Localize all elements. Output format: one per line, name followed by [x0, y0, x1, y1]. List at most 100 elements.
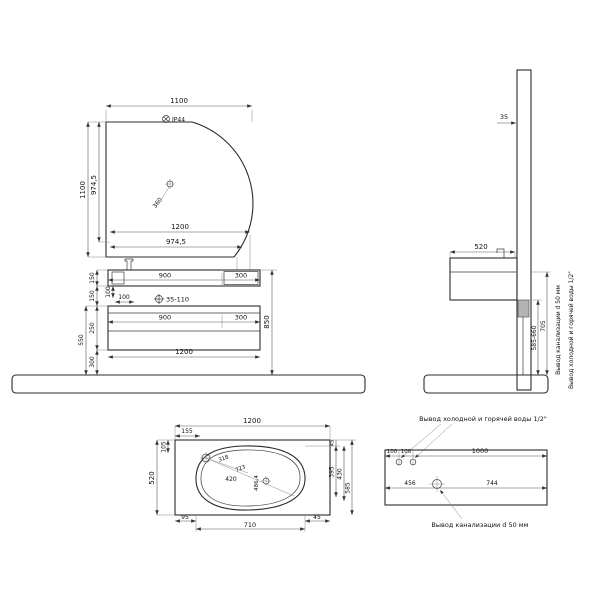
- dim-label: 705: [540, 320, 547, 332]
- dim-height-range: 35-110: [166, 296, 189, 304]
- dim-label: 585-660: [531, 325, 538, 350]
- rear-water-label: Вывод холодной и горячей воды 1/2": [419, 415, 547, 423]
- dim-depth: 520: [449, 243, 516, 258]
- dim-hole-offset1: 100: [387, 449, 398, 455]
- drain-pipe-side: [517, 299, 530, 318]
- dim-counter-spans: 900 300: [108, 272, 260, 285]
- dim-cabinet-width-projection: 1200: [110, 223, 251, 270]
- mirror-outline: [105, 121, 254, 258]
- dim-label: 1200: [243, 417, 261, 425]
- dim-diag2: 723: [235, 464, 247, 474]
- basin-inner-rim: [200, 449, 301, 507]
- dim-label: 100: [118, 294, 130, 301]
- rear-drain-label: Вывод канализации d 50 мм: [431, 521, 528, 529]
- dim-label: 150: [89, 290, 96, 302]
- dim-label: 1100: [170, 97, 188, 105]
- dim-remaining-width: 1000: [472, 447, 489, 455]
- dim-label: 45: [330, 439, 336, 446]
- dim-drawer-spans: 900 300: [108, 314, 260, 328]
- front-elevation-view: 360 IP44 1100 1100 974,5: [11, 97, 366, 394]
- ip44-label: IP44: [172, 117, 185, 124]
- floor-front: [11, 374, 366, 394]
- dim-inner-depth: 395: [329, 446, 338, 497]
- dim-front-bottom-width: 1200: [108, 348, 260, 359]
- dim-label: 430: [337, 468, 344, 480]
- dim-front-top-width: 1100: [105, 97, 253, 122]
- dim-tap-offset-x: 155: [175, 428, 200, 438]
- wall-panel-side: [516, 69, 532, 391]
- dim-label: 520: [148, 471, 156, 484]
- dim-basin-inner-width: 585: [345, 440, 354, 515]
- dim-basin-depth: 430: [337, 446, 346, 501]
- dim-label: 850: [263, 315, 271, 328]
- dim-drawer-height: 250: [89, 306, 108, 351]
- dim-label: 300: [235, 272, 247, 280]
- dim-drain-offset: 486,4: [254, 475, 260, 491]
- dim-label: 974,5: [90, 175, 98, 195]
- rear-panel: [384, 449, 548, 506]
- faucet-icon: [124, 258, 134, 270]
- height-adjust-symbol-icon: 35-110: [154, 294, 189, 304]
- dim-bottom-edges: 95 45 710: [175, 514, 330, 532]
- dim-rear-top-row: 100 100 1000: [385, 447, 547, 466]
- dim-outlet-height: 705: [531, 271, 551, 375]
- dim-label: 900: [159, 314, 171, 322]
- dim-label: 550: [78, 334, 85, 346]
- drawer-unit-front: [107, 305, 261, 351]
- dim-basin-depth-total: 520: [148, 439, 175, 516]
- dim-mirror-width-projection: 974,5: [110, 238, 242, 249]
- basin-plan-view: 318 723 420 486,4 1200 155 105 520: [148, 417, 356, 532]
- dim-label: 974,5: [166, 238, 186, 246]
- dim-label: 105: [161, 441, 168, 453]
- counter-front: [107, 269, 261, 287]
- dim-drain-from-right: 744: [486, 480, 498, 487]
- countertop-plan: [174, 439, 331, 516]
- side-view: 35 520 585-660 705 Вывод канализации d 5…: [423, 69, 575, 394]
- counter-right-box: [223, 271, 259, 285]
- dim-label: 155: [181, 428, 193, 435]
- dim-overall-height: 850: [260, 269, 277, 375]
- mirror-center-mark-icon: 360: [152, 179, 175, 210]
- dim-edge-right: 45: [313, 514, 321, 521]
- floor-side: [423, 374, 549, 394]
- basin-outline: [195, 445, 306, 511]
- dim-tap-offset-h: 100: [115, 294, 134, 304]
- dim-label: 300: [89, 356, 96, 368]
- dim-edge-left: 95: [181, 514, 189, 521]
- dim-label: 1100: [79, 181, 87, 199]
- faucet-side-icon: [496, 248, 505, 258]
- side-drain-label: Вывод канализации d 50 мм: [555, 285, 562, 375]
- dim-drain-from-left: 456: [404, 480, 416, 487]
- dim-diag1: 318: [218, 454, 230, 463]
- drain-hole-icon: [261, 476, 271, 486]
- dim-panel-thickness: 35: [497, 113, 516, 125]
- dim-label: 520: [474, 243, 487, 251]
- dim-hole-offset2: 100: [401, 449, 412, 455]
- rear-connections-view: Вывод холодной и горячей воды 1/2" 100 1…: [384, 415, 548, 529]
- dim-mirror-inner-height: 974,5: [90, 122, 110, 243]
- dim-row1: 150: [89, 269, 108, 287]
- dim-label: 585: [345, 482, 352, 494]
- dim-basin-span: 710: [244, 521, 256, 529]
- drain-outlet-symbol-icon: [429, 476, 445, 492]
- dim-inner-width: 420: [225, 476, 237, 483]
- dim-rear-bottom-row: 456 744: [385, 480, 547, 490]
- dim-drain-height-range: 585-660: [529, 299, 542, 375]
- side-water-label: Вывод холодной и горячей воды 1/2": [568, 271, 575, 389]
- dim-label: 250: [89, 322, 96, 334]
- dim-label: 900: [159, 272, 171, 280]
- dim-mirror-height: 1100: [79, 121, 106, 258]
- dim-tap-offset-v: 100: [105, 286, 115, 298]
- dim-label: 35: [500, 113, 508, 121]
- dim-clearance: 300: [89, 350, 99, 375]
- siphon-box: [111, 271, 125, 285]
- dim-label: 100: [105, 286, 112, 298]
- dim-basin-width: 1200: [174, 417, 331, 440]
- cabinet-side: [449, 257, 518, 301]
- dim-tap-offset-y: 105: [161, 440, 170, 453]
- ip44-symbol-icon: IP44: [162, 115, 185, 124]
- dim-label: 150: [89, 272, 96, 284]
- dim-label: 1200: [171, 223, 189, 231]
